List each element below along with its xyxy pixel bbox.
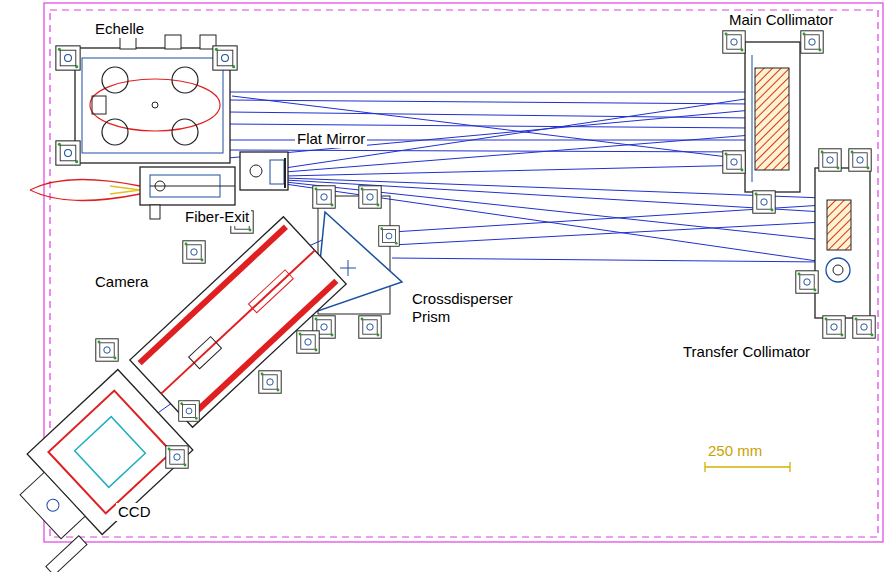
echelle-grating (75, 35, 230, 163)
scale-bar (705, 462, 790, 472)
part-label: Flat Mirror (295, 130, 367, 148)
transfer-collimator-mirror (815, 168, 870, 318)
camera-lens (130, 217, 346, 428)
flat-mirror-unit (240, 152, 288, 190)
part-label: CCD (116, 503, 153, 521)
ccd-detector (0, 369, 193, 572)
table-edge (44, 3, 883, 542)
part-label: Transfer Collimator (681, 343, 812, 361)
part-label: Echelle (93, 20, 146, 38)
fiber-end (110, 186, 140, 194)
part-label: Fiber-Exit (183, 208, 251, 226)
table-boundary (50, 10, 878, 537)
fiber (30, 179, 140, 200)
part-label: 250 mm (706, 442, 764, 460)
part-label: Main Collimator (727, 11, 835, 29)
part-label: Crossdisperser Prism (410, 290, 534, 326)
main-collimator-mirror (745, 42, 800, 192)
part-label: Camera (93, 273, 150, 291)
